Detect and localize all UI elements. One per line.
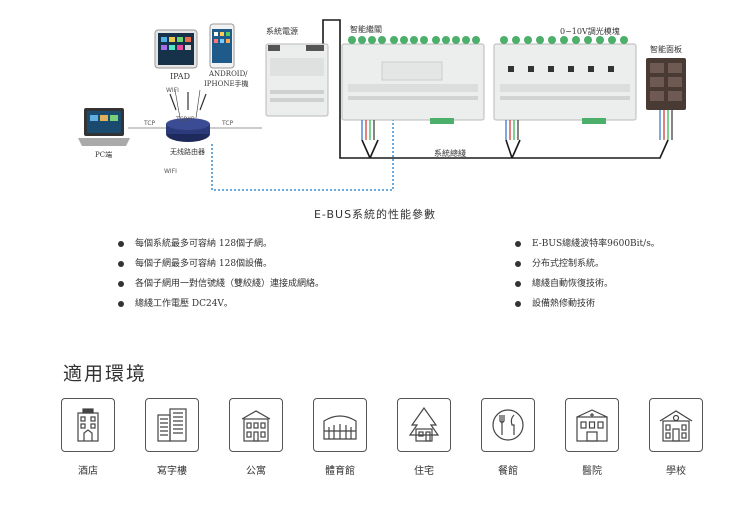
restaurant-icon: [492, 409, 524, 441]
smart-panel: [646, 58, 686, 110]
section-title: E-BUS系統的性能參數: [313, 208, 437, 221]
label-tcp-left: TCP: [144, 120, 156, 127]
environment-restaurant: 餐館: [481, 398, 535, 477]
hotel-icon: [77, 408, 99, 442]
environments-title: 適用環境: [63, 363, 148, 385]
environment-label: 醫院: [582, 466, 602, 477]
spec-item: 分布式控制系統。: [515, 257, 660, 277]
environment-label: 體育館: [325, 466, 355, 477]
label-router: 无线路由器: [170, 148, 205, 156]
label-pc: PC端: [95, 151, 113, 159]
environment-stadium: 體育館: [313, 398, 367, 477]
spec-item: E-BUS總綫波特率9600Bit/s。: [515, 237, 660, 257]
apartment-icon: [241, 410, 271, 442]
environment-label: 學校: [666, 466, 686, 477]
label-switch: 智能繼關: [350, 25, 382, 34]
dimmer-module: [493, 36, 637, 124]
stadium-icon: [323, 415, 357, 440]
environment-hospital: 醫院: [565, 398, 619, 477]
label-power: 系統電源: [266, 27, 298, 36]
system-diagram: [78, 19, 686, 191]
specs-right: E-BUS總綫波特率9600Bit/s。 分布式控制系統。 總綫自動恢復技術。 …: [515, 237, 660, 317]
spec-item: 每個子網最多可容納 128個設備。: [118, 257, 324, 277]
environment-school: 學校: [649, 398, 703, 477]
tcp-links: [128, 89, 262, 129]
label-tcp-right: TCP: [222, 120, 234, 127]
label-android-1: ANDROID/: [209, 70, 248, 78]
specs-left: 每個系統最多可容納 128個子網。 每個子網最多可容納 128個設備。 各個子網…: [118, 237, 324, 317]
laptop-device: [78, 108, 130, 146]
environment-office: 寫字樓: [145, 398, 199, 477]
office-building-icon: [157, 408, 187, 442]
label-android-2: IPHONE手機: [204, 80, 249, 88]
bus-line: [322, 19, 669, 159]
hospital-icon: [576, 409, 608, 442]
environment-label: 酒店: [78, 466, 98, 477]
environment-hotel: 酒店: [61, 398, 115, 477]
spec-item: 每個系統最多可容納 128個子網。: [118, 237, 324, 257]
spec-item: 總綫自動恢復技術。: [515, 277, 660, 297]
spec-item: 總綫工作電壓 DC24V。: [118, 297, 324, 317]
environment-label: 餐館: [498, 466, 518, 477]
environment-label: 住宅: [414, 466, 434, 477]
ipad-device: [154, 29, 198, 69]
environments-row: 酒店 寫字樓 公寓 體育館: [61, 398, 705, 480]
label-dimmer: 0~10V調光模塊: [560, 27, 620, 36]
network-line: [211, 120, 394, 191]
router-device: [166, 92, 210, 142]
power-supply-module: [265, 43, 329, 117]
environment-apartment: 公寓: [229, 398, 283, 477]
module-wires: [361, 110, 673, 140]
environment-label: 寫字樓: [157, 466, 187, 477]
switch-module: [341, 36, 485, 124]
school-icon: [659, 410, 693, 442]
label-panel: 智能面板: [650, 45, 682, 54]
residence-icon: [408, 406, 440, 442]
label-ipad: IPAD: [170, 72, 190, 81]
label-wifi-bottom: WIFI: [164, 168, 177, 175]
label-wifi-top: WIFI: [166, 87, 179, 94]
spec-item: 各個子網用一對信號綫（雙絞綫）連接成網絡。: [118, 277, 324, 297]
environment-label: 公寓: [246, 466, 266, 477]
label-bus: 系統總綫: [434, 149, 466, 158]
environment-residence: 住宅: [397, 398, 451, 477]
spec-item: 設備熱修動技術: [515, 297, 660, 317]
label-tcp-ip: TCP/IP: [176, 116, 195, 123]
phone-device: [209, 23, 235, 69]
